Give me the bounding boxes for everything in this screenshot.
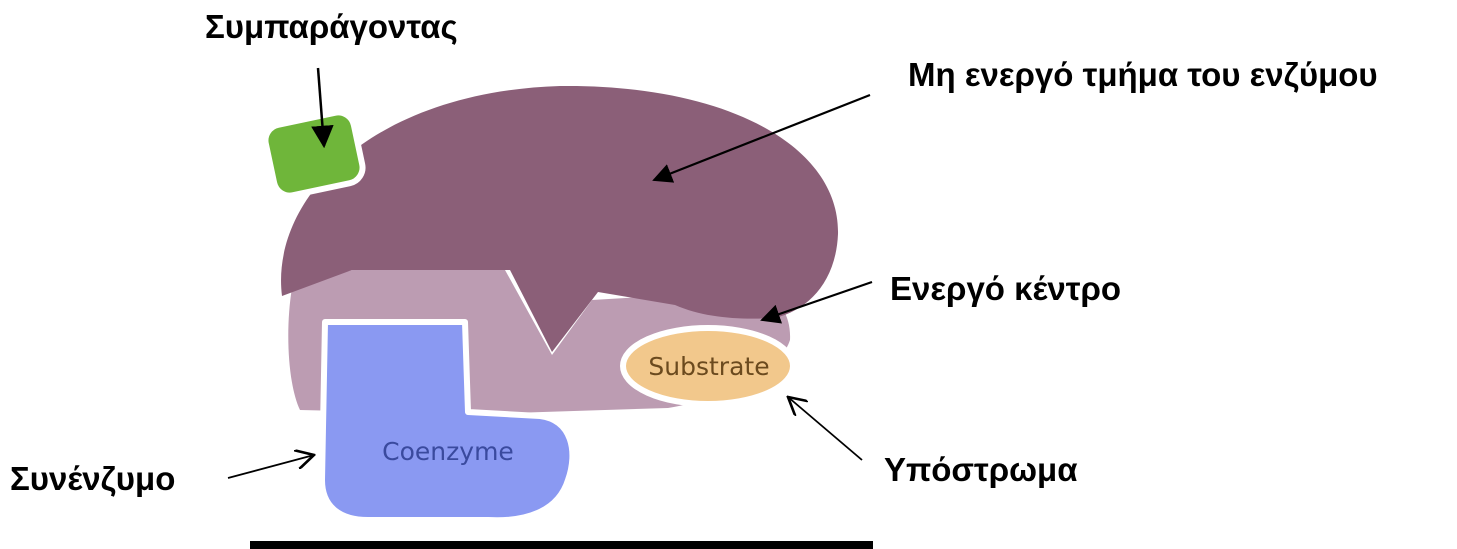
coenzyme-label: Συνένζυμο (10, 462, 175, 495)
active-site-label: Ενεργό κέντρο (890, 272, 1121, 305)
coenzyme-shape-label: Coenzyme (382, 437, 514, 466)
ground-line (250, 541, 873, 549)
substrate-label: Υπόστρωμα (884, 453, 1078, 486)
cofactor-label: Συμπαράγοντας (205, 10, 458, 43)
inactive-part-label: Μη ενεργό τμήμα του ενζύμου (908, 58, 1378, 91)
cofactor-shape (262, 109, 365, 198)
substrate-shape-label: Substrate (648, 352, 769, 381)
coenzyme-arrow (228, 455, 314, 478)
substrate-arrow (788, 397, 862, 460)
